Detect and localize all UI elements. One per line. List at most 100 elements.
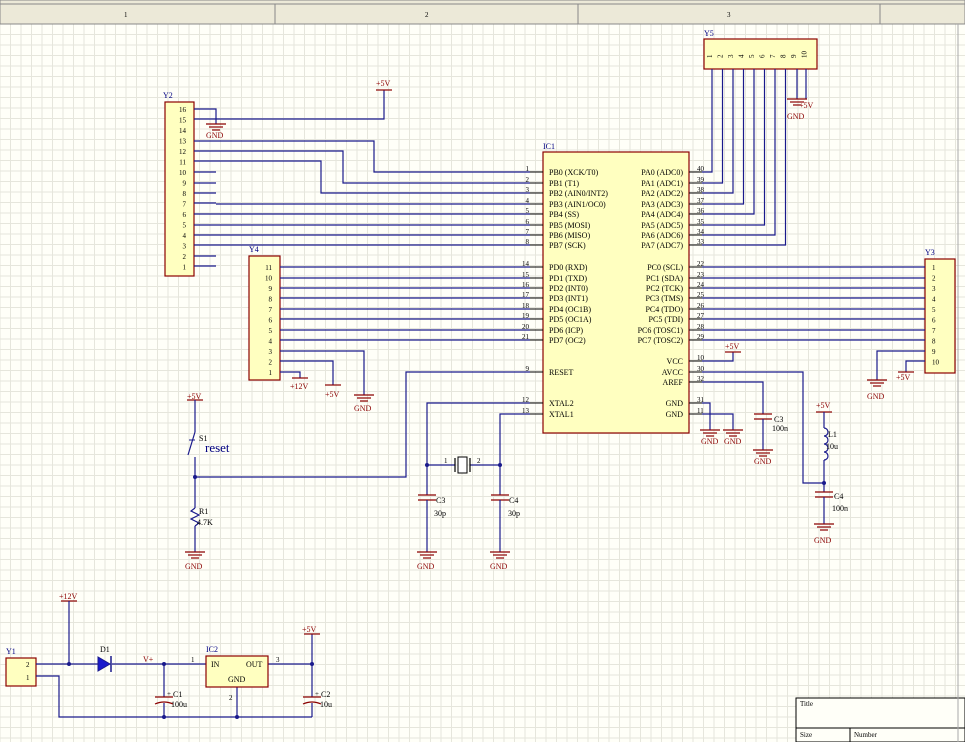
resistor-r1[interactable]: R1 4.7K GND: [185, 507, 213, 571]
ic1-pin-label: PA2 (ADC2): [641, 189, 683, 198]
ic1-pin-label: PC0 (SCL): [647, 263, 683, 272]
ic1-pin-number: 34: [697, 228, 705, 236]
wires-porta: [702, 69, 787, 246]
ic1-pin-label: XTAL1: [549, 410, 574, 419]
ic1-pin-label: PC5 (TDI): [649, 315, 684, 324]
ic1-pin-number: 10: [697, 354, 705, 362]
y3-pin-number: 7: [932, 327, 936, 335]
capacitor-c3-aref[interactable]: GND C3 100n: [753, 413, 788, 466]
y5-pin-number: 10: [801, 51, 809, 59]
ic1-pin-label: PA5 (ADC5): [641, 221, 683, 230]
capacitor-c4-xtal[interactable]: GND C4 30p: [490, 494, 520, 571]
gnd31-label: GND: [701, 437, 719, 446]
y3-pin-number: 9: [932, 348, 936, 356]
ic2-gnd: GND: [228, 675, 246, 684]
ic1-pin-label: PD5 (OC1A): [549, 315, 592, 324]
ic1-pin-number: 9: [526, 365, 530, 373]
y5-pin-number: 9: [790, 54, 798, 58]
y3-gnd-label: GND: [867, 392, 885, 401]
switch-s1[interactable]: S1 reset: [187, 431, 230, 456]
connector-y1[interactable]: Y1 2 1: [5, 647, 37, 687]
capacitor-c2[interactable]: + C2 10u: [302, 690, 332, 709]
y2-pin-number: 3: [183, 243, 187, 251]
y2-pin-number: 12: [179, 148, 187, 156]
ic1-pin-number: 13: [522, 407, 530, 415]
connector-y3[interactable]: Y3: [924, 248, 956, 374]
ic1-pin-number: 7: [526, 228, 530, 236]
y3-pin-number: 6: [932, 317, 936, 325]
ic1-pin-number: 22: [697, 260, 705, 268]
r1-value: 4.7K: [197, 518, 213, 527]
c3b-value: 100n: [772, 424, 788, 433]
y3-pin-number: 3: [932, 285, 936, 293]
c3a-gnd-label: GND: [417, 562, 435, 571]
ic2-out: OUT: [246, 660, 263, 669]
ic1-pin-number: 11: [697, 407, 704, 415]
y4-gnd-label: GND: [354, 404, 372, 413]
wires-portc: [702, 266, 925, 380]
y5-5v-label: +5V: [799, 101, 814, 110]
gnd11-label: GND: [724, 437, 742, 446]
diode-d1[interactable]: D1: [97, 645, 112, 672]
y5-pin-number: 1: [706, 54, 714, 58]
ruler-col-3: 3: [727, 11, 731, 19]
ic1-pin-number: 17: [522, 291, 530, 299]
ic1-pin-label: AREF: [663, 378, 684, 387]
ic2-pin3: 3: [276, 656, 280, 664]
inductor-l1[interactable]: +5V L1 10u: [816, 401, 838, 492]
ic1-pin-number: 5: [526, 207, 530, 215]
ic1-pin-number: 38: [697, 186, 705, 194]
ic1[interactable]: IC1: [542, 142, 690, 434]
regulator-ic2[interactable]: IC2 IN OUT GND 1 3 2: [191, 645, 280, 702]
ic1-pin-label: PB1 (T1): [549, 179, 579, 188]
y2-gnd-label: GND: [206, 131, 224, 140]
ic1-pin-number: 25: [697, 291, 705, 299]
y4-12v-label: +12V: [290, 382, 309, 391]
capacitor-c4-avcc[interactable]: GND C4 100n: [814, 491, 848, 545]
y4-5v-label: +5V: [325, 390, 340, 399]
ic1-pin-label: PC3 (TMS): [645, 294, 683, 303]
y2-pin-number: 7: [183, 201, 187, 209]
connector-y5[interactable]: Y5: [703, 29, 818, 70]
c4b-ref: C4: [834, 492, 843, 501]
y3-pin-number: 2: [932, 275, 936, 283]
y3-5v-label: +5V: [896, 373, 911, 382]
ic1-pin-label: PC2 (TCK): [646, 284, 683, 293]
y1-pin2: 2: [26, 661, 30, 669]
capacitor-c1[interactable]: + C1 100u: [154, 690, 187, 709]
y4-pin-number: 7: [269, 306, 273, 314]
ic1-pin-number: 15: [522, 271, 530, 279]
ic1-ref: IC1: [543, 142, 555, 151]
ic1-pin-number: 36: [697, 207, 705, 215]
wires-portd: [280, 266, 530, 395]
title-label: Title: [800, 700, 813, 708]
y2-pin-number: 5: [183, 222, 187, 230]
ic1-pin-number: 35: [697, 218, 705, 226]
crystal[interactable]: [454, 456, 471, 474]
connector-y2[interactable]: Y2: [163, 91, 195, 277]
ic1-pin-label: PB4 (SS): [549, 210, 579, 219]
y1-pin1: 1: [26, 674, 30, 682]
y4-pin-number: 9: [269, 285, 273, 293]
y2-pin-number: 11: [179, 159, 186, 167]
crystal-circuit: 1 2: [425, 402, 530, 495]
capacitor-c3-xtal[interactable]: GND C3 30p: [417, 494, 446, 571]
y4-pin-number: 4: [269, 338, 273, 346]
ic1-pin-number: 12: [522, 396, 530, 404]
top-ruler: 1 2 3: [0, 0, 965, 25]
ic1-pin-number: 4: [526, 197, 530, 205]
c4a-gnd-label: GND: [490, 562, 508, 571]
connector-y4[interactable]: Y4: [248, 245, 281, 381]
supply-wiring: +12V +5V V+: [36, 592, 320, 719]
y5-pin-number: 6: [759, 54, 767, 58]
ic1-pin-number: 37: [697, 197, 705, 205]
l1-ref: L1: [828, 430, 837, 439]
c4b-gnd-label: GND: [814, 536, 832, 545]
ic1-pin-number: 27: [697, 312, 705, 320]
y3-pin-number: 4: [932, 296, 936, 304]
y5-pin-number: 8: [780, 54, 788, 58]
ic1-pin-label: PC1 (SDA): [646, 274, 683, 283]
